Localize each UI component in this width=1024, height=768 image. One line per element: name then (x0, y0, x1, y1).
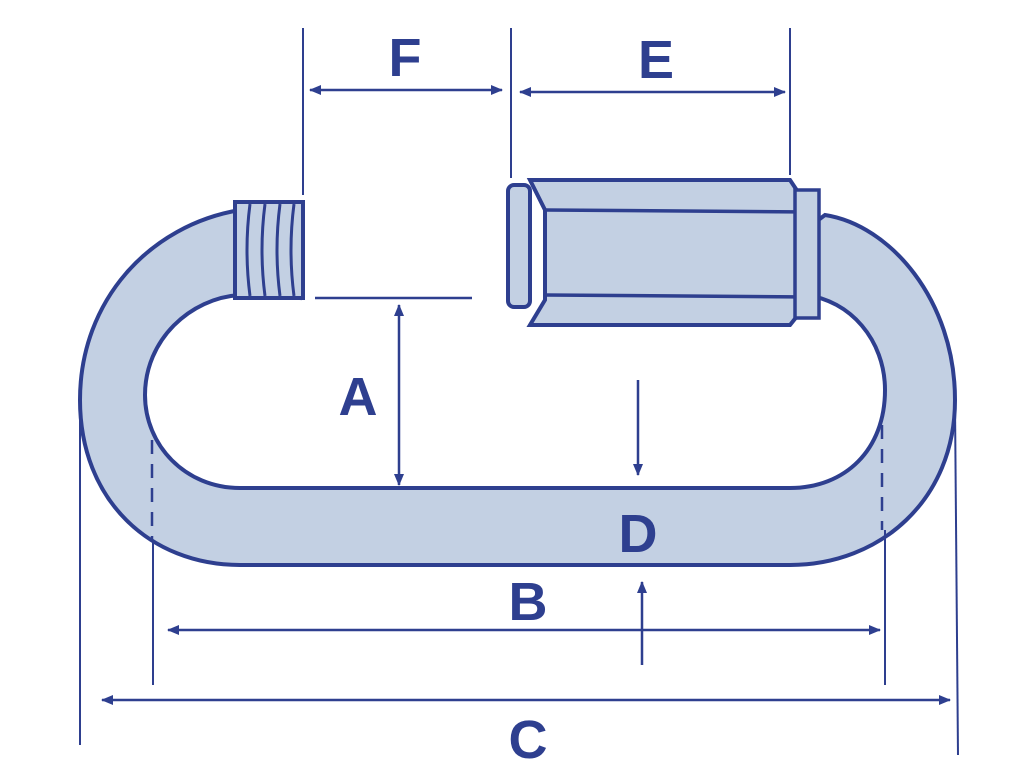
label-f: F (389, 28, 422, 88)
dimension-c: C (101, 695, 951, 768)
dimension-e: E (519, 30, 786, 97)
label-e: E (638, 30, 674, 90)
dimension-f: F (309, 28, 503, 95)
dimension-d: D (619, 380, 658, 665)
dimension-b: B (167, 572, 881, 635)
label-d: D (619, 504, 658, 564)
dimension-a: A (339, 304, 404, 486)
label-a: A (339, 367, 378, 427)
sleeve-nut (506, 178, 821, 327)
extension-lines (79, 28, 959, 756)
threaded-end (233, 200, 305, 300)
label-c: C (509, 710, 548, 768)
label-b: B (509, 572, 548, 632)
